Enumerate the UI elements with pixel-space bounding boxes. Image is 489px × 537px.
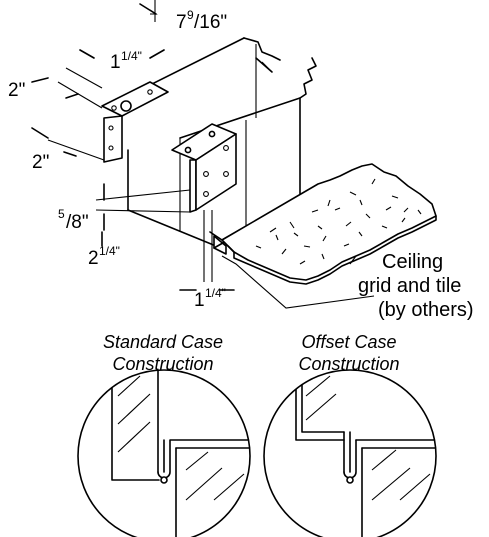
- upper-bracket: [101, 81, 169, 163]
- two-quarter-whole: 2: [88, 248, 99, 269]
- ceiling-tile: [209, 163, 437, 285]
- offset-case-caption-1: Offset Case: [301, 332, 396, 352]
- callout-line-3: (by others): [378, 299, 474, 321]
- top-flange-whole: 1: [110, 52, 121, 73]
- depth-whole: 7: [176, 12, 187, 33]
- dimension-lines: [31, 0, 375, 309]
- bracket-2-upper: 2": [8, 80, 25, 101]
- offset-case-detail: [263, 369, 437, 537]
- standard-case-detail: [77, 369, 251, 537]
- callout-line-2: grid and tile: [358, 275, 461, 297]
- top-flange-fraction: 1/4": [121, 49, 142, 63]
- dimension-labels: 7 9 /16" 1 1/4" 2" 2" 5 /8" 2 1/4" 1 1/4…: [8, 8, 227, 311]
- standard-case-caption-2: Construction: [112, 354, 213, 374]
- bottom-flange-whole: 1: [194, 290, 205, 311]
- five-eighths-numerator: 5: [58, 207, 65, 221]
- bottom-flange-fraction: 1/4": [205, 286, 226, 300]
- five-eighths-denominator: /8": [66, 212, 89, 233]
- bracket-2-lower: 2": [32, 152, 49, 173]
- detail-captions: Standard Case Construction Offset Case C…: [103, 332, 400, 374]
- two-quarter-fraction: 1/4": [99, 244, 120, 258]
- depth-denominator: /16": [194, 12, 227, 33]
- ceiling-callout: Ceiling grid and tile (by others): [358, 251, 474, 321]
- main-bracket: [171, 123, 237, 213]
- standard-case-caption-1: Standard Case: [103, 332, 223, 352]
- offset-case-caption-2: Construction: [298, 354, 399, 374]
- callout-line-1: Ceiling: [382, 251, 443, 273]
- depth-numerator: 9: [187, 8, 194, 22]
